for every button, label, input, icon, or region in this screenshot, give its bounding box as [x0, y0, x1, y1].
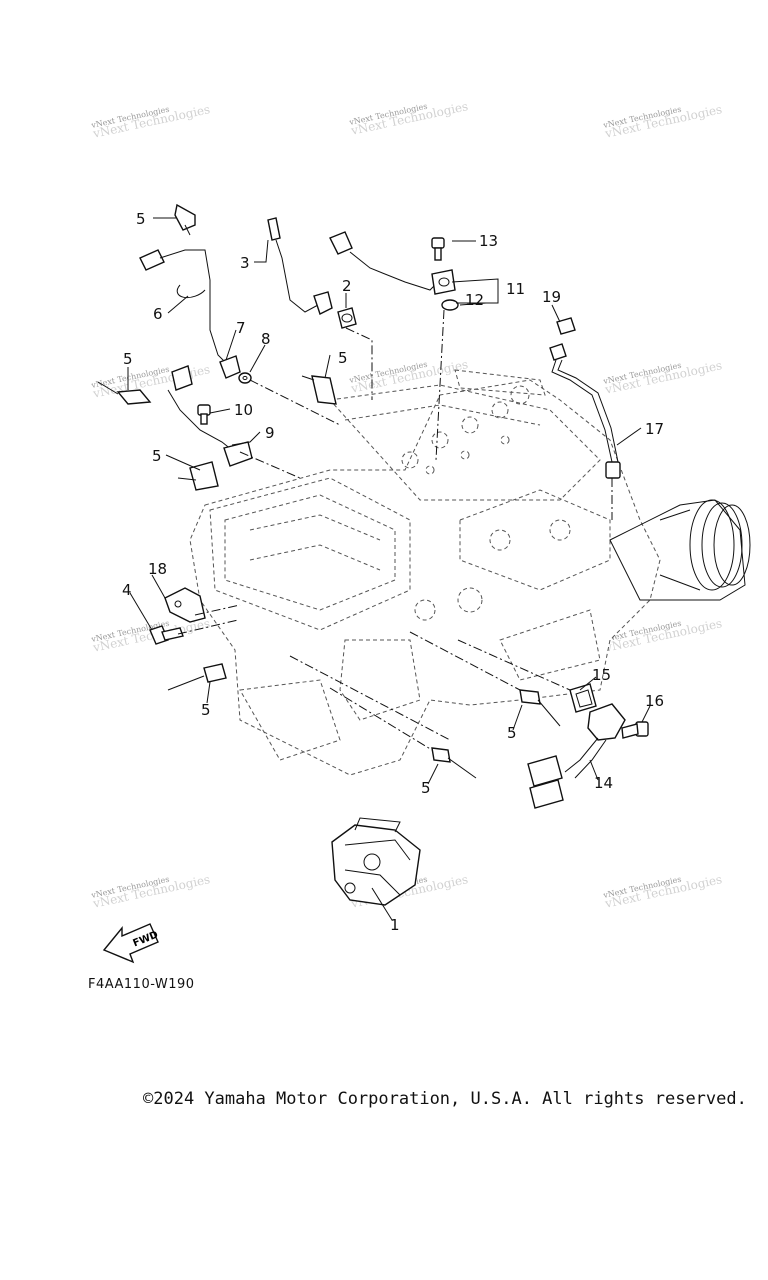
callout-17: 17 [645, 420, 664, 438]
callout-19: 19 [542, 288, 561, 306]
callout-5: 5 [201, 701, 211, 719]
callout-5: 5 [507, 724, 517, 742]
sensor-lead-part-3 [267, 217, 333, 315]
o-ring-part-12 [441, 299, 459, 311]
watermark: vNext Technologies vNext Technologies [348, 99, 470, 138]
gasket-part-15 [569, 683, 597, 713]
sensor-lead-part-6 [139, 249, 229, 366]
clamp-band-part-5 [167, 663, 227, 691]
callout-2: 2 [342, 277, 352, 295]
washer-part-8 [238, 372, 252, 384]
sensor-part-11 [431, 269, 456, 295]
bolt-part-4 [149, 625, 184, 645]
callout-16: 16 [645, 692, 664, 710]
hose-part-17 [549, 317, 621, 479]
bolt-part-13 [431, 237, 445, 261]
clamp-band-part-5 [174, 203, 196, 236]
callout-11: 11 [506, 280, 525, 298]
bracket-part-18 [164, 587, 206, 623]
watermark: vNext Technologies vNext Technologies [602, 358, 724, 397]
figure-code: F4AA110-W190 [88, 977, 195, 992]
callout-1: 1 [390, 916, 400, 934]
bolt-part-16 [621, 721, 649, 739]
clamp-band-part-5 [431, 747, 477, 779]
callout-18: 18 [148, 560, 167, 578]
watermark: vNext Technologies vNext Technologies [602, 102, 724, 141]
leader-lines [127, 217, 651, 921]
callout-5: 5 [123, 350, 133, 368]
forward-direction-arrow: FWD [102, 923, 160, 964]
callout-10: 10 [234, 401, 253, 419]
callout-12: 12 [465, 291, 484, 309]
sensor-lead-part-9 [167, 365, 253, 467]
callout-5: 5 [421, 779, 431, 797]
clamp-band-part-5 [97, 381, 152, 405]
callout-5: 5 [136, 210, 146, 228]
callout-labels: 5 6 3 2 7 8 13 11 12 19 17 5 5 10 9 5 18… [122, 210, 664, 934]
exhaust-pipe [609, 499, 751, 601]
watermark: vNext Technologies vNext Technologies [90, 102, 212, 141]
clamp-band-part-5 [519, 689, 561, 727]
sensor-part-2 [337, 307, 357, 329]
engine-block [189, 369, 661, 776]
callout-3: 3 [240, 254, 250, 272]
callout-5: 5 [152, 447, 162, 465]
sensor-assembly-part-14 [527, 703, 626, 809]
callout-14: 14 [594, 774, 613, 792]
installation-lines [177, 309, 613, 751]
clamp-band-part-5 [177, 461, 219, 491]
callout-7: 7 [236, 319, 246, 337]
callout-9: 9 [265, 424, 275, 442]
bolt-part-10 [197, 404, 211, 425]
callout-13: 13 [479, 232, 498, 250]
watermark: vNext Technologies vNext Technologies [90, 362, 212, 401]
module-part-1 [331, 817, 421, 906]
sensor-part-7 [219, 355, 241, 379]
clamp-band-part-5 [301, 375, 337, 405]
callout-5: 5 [338, 349, 348, 367]
watermark: vNext Technologies vNext Technologies [602, 872, 724, 911]
watermark: vNext Technologies vNext Technologies [90, 872, 212, 911]
callout-15: 15 [592, 666, 611, 684]
callout-6: 6 [153, 305, 163, 323]
callout-8: 8 [261, 330, 271, 348]
copyright-notice: ©2024 Yamaha Motor Corporation, U.S.A. A… [143, 1089, 747, 1109]
callout-4: 4 [122, 581, 132, 599]
